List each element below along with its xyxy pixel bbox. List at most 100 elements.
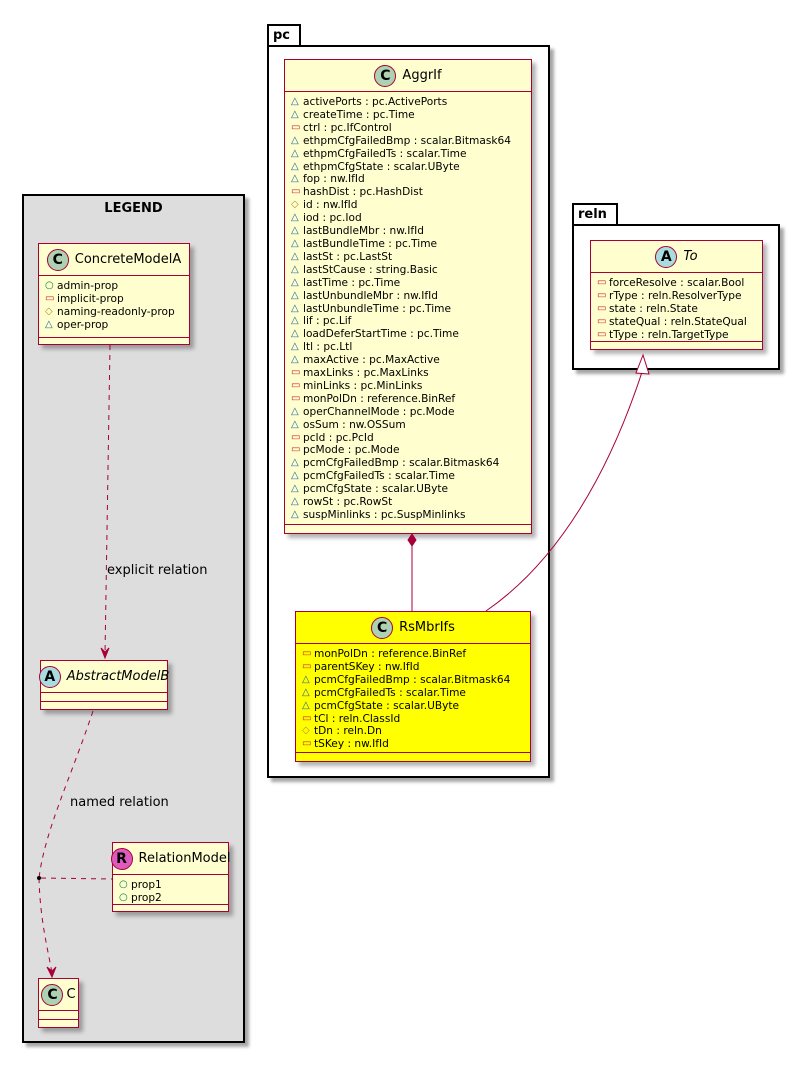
visibility-pkgv-icon: △	[45, 318, 53, 330]
class-name: RsMbrIfs	[399, 620, 455, 635]
visibility-pkgv-icon: △	[291, 457, 299, 469]
visibility-priv-icon: ▭	[291, 444, 301, 456]
attribute-row: ▭tCl : reln.ClassId	[302, 713, 530, 726]
visibility-priv-icon: ▭	[45, 292, 55, 304]
method-separator	[41, 701, 167, 702]
visibility-priv-icon: ▭	[597, 289, 607, 301]
visibility-pkgv-icon: △	[291, 134, 299, 146]
explicit-relation-label: explicit relation	[107, 563, 208, 578]
attribute-row: △ lastSt : pc.LastSt	[291, 251, 531, 264]
class-header: C ConcreteModelA	[39, 244, 189, 276]
method-separator	[285, 524, 531, 525]
visibility-priv-icon: ▭	[291, 379, 301, 391]
attribute-text: prop2	[131, 891, 162, 904]
attribute-row: △ethpmCfgState : scalar.UByte	[291, 161, 531, 174]
attribute-row: △operChannelMode : pc.Mode	[291, 406, 531, 419]
attribute-row: ▭ctrl : pc.IfControl	[291, 122, 531, 135]
class-header: C AggrIf	[285, 60, 531, 92]
visibility-pkgv-icon: △	[291, 212, 299, 224]
attribute-row: △ lastUnbundleMbr : nw.IfId	[291, 290, 531, 303]
attribute-row: △createTime : pc.Time	[291, 109, 531, 122]
class-rsmbrifs[interactable]: C RsMbrIfs ▭monPolDn : reference.BinRef▭…	[295, 611, 531, 762]
attribute-row: ▭minLinks : pc.MinLinks	[291, 380, 531, 393]
attribute-text: monPolDn : reference.BinRef	[303, 392, 456, 405]
attribute-text: fop : nw.IfId	[303, 173, 365, 186]
visibility-pkgv-icon: △	[291, 237, 299, 249]
visibility-pkgv-icon: △	[291, 405, 299, 417]
class-to[interactable]: A To ▭forceResolve : scalar.Bool▭rType :…	[590, 240, 763, 350]
class-name: AbstractModelB	[66, 669, 170, 684]
attribute-text: pcId : pc.PcId	[303, 431, 374, 444]
attribute-text: lastSt : pc.LastSt	[303, 250, 393, 263]
attribute-text: admin-prop	[57, 280, 119, 292]
class-concretemodela[interactable]: C ConcreteModelA ○admin-prop▭implicit-pr…	[38, 243, 190, 345]
attribute-row: ▭monPolDn : reference.BinRef	[302, 648, 530, 661]
visibility-pkgv-icon: △	[291, 302, 299, 314]
visibility-pkgv-icon: △	[302, 686, 310, 698]
attribute-text: pcMode : pc.Mode	[303, 444, 400, 457]
attribute-text: iod : pc.Iod	[303, 212, 362, 225]
association-class-dot	[37, 876, 41, 880]
method-separator	[113, 904, 228, 905]
visibility-pkgv-icon: △	[291, 509, 299, 520]
attribute-row: △lastBundleMbr : nw.IfId	[291, 225, 531, 238]
attribute-text: forceResolve : scalar.Bool	[609, 277, 745, 289]
attribute-row: △rowSt : pc.RowSt	[291, 496, 531, 509]
class-header: A To	[591, 241, 762, 273]
visibility-pkgv-icon: △	[291, 470, 299, 482]
attribute-text: maxLinks : pc.MaxLinks	[303, 367, 429, 380]
attribute-text: implicit-prop	[57, 292, 124, 305]
attribute-row: ○prop1	[119, 879, 228, 892]
attribute-text: lastStCause : string.Basic	[303, 263, 438, 276]
attribute-text: pcmCfgFailedBmp : scalar.Bitmask64	[314, 673, 511, 686]
attribute-text: ethpmCfgFailedTs : scalar.Time	[303, 147, 467, 160]
attribute-row: △osSum : nw.OSSum	[291, 419, 531, 432]
class-name: AggrIf	[402, 68, 442, 83]
attribute-text: suspMinlinks : pc.SuspMinlinks	[303, 509, 466, 521]
attribute-text: lastUnbundleMbr : nw.IfId	[303, 289, 438, 302]
attribute-row: △fop : nw.IfId	[291, 173, 531, 186]
attribute-text: lastBundleTime : pc.Time	[303, 237, 438, 250]
attribute-text: ltl : pc.Ltl	[303, 341, 353, 354]
method-separator	[296, 752, 530, 753]
attribute-row: △lastStCause : string.Basic	[291, 264, 531, 277]
attribute-row: △ oper-prop	[45, 319, 189, 332]
attribute-list: △activePorts : pc.ActivePorts△createTime…	[285, 92, 531, 522]
attribute-row: △lastUnbundleTime : pc.Time	[291, 303, 531, 316]
class-abstractmodelb[interactable]: A AbstractModelB	[38, 660, 170, 710]
visibility-priv-icon: ▭	[302, 660, 312, 672]
method-separator	[39, 337, 189, 338]
attribute-text: loadDeferStartTime : pc.Time	[303, 328, 459, 341]
class-c-icon: C	[374, 64, 397, 87]
class-aggrif[interactable]: C AggrIf △activePorts : pc.ActivePorts△c…	[284, 59, 532, 534]
attribute-text: maxActive : pc.MaxActive	[303, 354, 440, 367]
attribute-row: △ iod : pc.Iod	[291, 212, 531, 225]
visibility-priv-icon: ▭	[597, 302, 607, 314]
attribute-text: rType : reln.ResolverType	[609, 289, 742, 302]
attribute-text: naming-readonly-prop	[57, 305, 175, 318]
visibility-priv-icon: ▭	[597, 277, 607, 288]
named-relation-edge	[38, 710, 94, 879]
class-relationmodel[interactable]: R RelationModel ○prop1○prop2	[110, 842, 230, 912]
visibility-pkgv-icon: △	[291, 96, 299, 107]
attribute-text: oper-prop	[57, 318, 109, 331]
attribute-row: ▭monPolDn : reference.BinRef	[291, 393, 531, 406]
visibility-priv-icon: ▭	[291, 186, 301, 198]
attribute-row: △ethpmCfgFailedBmp : scalar.Bitmask64	[291, 135, 531, 148]
visibility-pkgv-icon: △	[291, 250, 299, 262]
attribute-text: pcmCfgState : scalar.UByte	[314, 699, 460, 712]
attribute-text: id : nw.IfId	[303, 199, 358, 212]
visibility-pkgv-icon: △	[291, 483, 299, 495]
attribute-text: minLinks : pc.MinLinks	[303, 379, 423, 392]
attribute-text: hashDist : pc.HashDist	[303, 186, 423, 199]
attribute-row: ▭stateQual : reln.StateQual	[597, 316, 762, 329]
attribute-row: △activePorts : pc.ActivePorts	[291, 96, 531, 109]
attribute-row: ▭rType : reln.ResolverType	[597, 290, 762, 303]
class-c[interactable]: C C	[38, 978, 79, 1028]
attribute-row: △loadDeferStartTime : pc.Time	[291, 328, 531, 341]
visibility-pkgv-icon: △	[291, 289, 299, 301]
visibility-prot-icon: ◇	[302, 725, 310, 737]
attribute-row: ▭maxLinks : pc.MaxLinks	[291, 367, 531, 380]
class-c-icon: C	[46, 248, 69, 271]
